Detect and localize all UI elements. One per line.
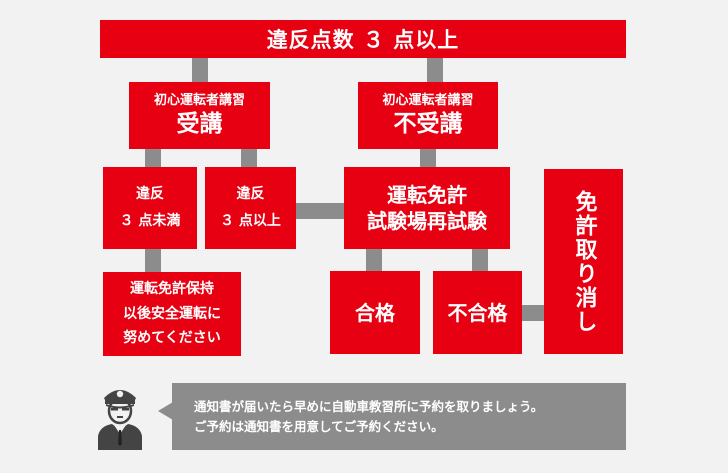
fail-label: 不合格	[447, 300, 508, 325]
course-taken-label: 受講	[176, 110, 223, 137]
under3-box: 違反 ３ 点未満	[103, 167, 197, 249]
retest-box: 運転免許 試験場再試験	[344, 167, 510, 249]
fail-box: 不合格	[433, 271, 522, 354]
keep-line2: 以後安全運転に	[123, 305, 221, 322]
notice-bubble: 通知書が届いたら早めに自動車教習所に予約を取りましょう。 ご予約は通知書を用意し…	[172, 383, 626, 450]
top-banner-title: 違反点数 ３ 点以上	[266, 28, 460, 52]
connector-taken-under3	[145, 149, 161, 167]
connector-taken-over3	[241, 149, 257, 167]
course-taken-box: 初心運転者講習 受講	[129, 82, 270, 149]
connector-retest-pass	[366, 249, 382, 271]
connector-retest-fail	[472, 249, 488, 271]
notice-line1: 通知書が届いたら早めに自動車教習所に予約を取りましょう。	[194, 399, 544, 414]
connector-nottaken-retest	[420, 149, 436, 167]
over3-line2: ３ 点以上	[220, 213, 281, 229]
pass-label: 合格	[355, 300, 395, 325]
over3-box: 違反 ３ 点以上	[205, 167, 296, 249]
keep-license-box: 運転免許保持 以後安全運転に 努めてください	[103, 272, 241, 356]
connector-over3-retest	[296, 203, 344, 219]
retest-line1: 運転免許	[387, 183, 467, 207]
keep-line1: 運転免許保持	[130, 281, 214, 298]
retest-line2: 試験場再試験	[367, 209, 487, 233]
connector-under3-keep	[145, 249, 161, 272]
keep-line3: 努めてください	[123, 330, 221, 347]
revoke-box: 免許取り消し	[544, 169, 623, 354]
connector-top-left	[192, 58, 208, 82]
connector-top-right	[427, 58, 443, 82]
police-officer-icon	[98, 390, 142, 450]
notice-line2: ご予約は通知書を用意してご予約ください。	[194, 419, 444, 434]
course-not-taken-box: 初心運転者講習 不受講	[358, 82, 498, 149]
top-banner: 違反点数 ３ 点以上	[100, 20, 626, 58]
course-not-taken-subtitle: 初心運転者講習	[382, 92, 474, 108]
over3-line1: 違反	[236, 186, 265, 203]
connector-fail-revoke	[522, 305, 544, 321]
speech-bubble-pointer	[158, 402, 173, 420]
course-not-taken-label: 不受講	[393, 110, 463, 137]
under3-line1: 違反	[136, 186, 164, 203]
revoke-label: 免許取り消し	[571, 189, 597, 334]
pass-box: 合格	[330, 271, 420, 354]
under3-line2: ３ 点未満	[119, 213, 181, 229]
course-taken-subtitle: 初心運転者講習	[153, 92, 245, 108]
